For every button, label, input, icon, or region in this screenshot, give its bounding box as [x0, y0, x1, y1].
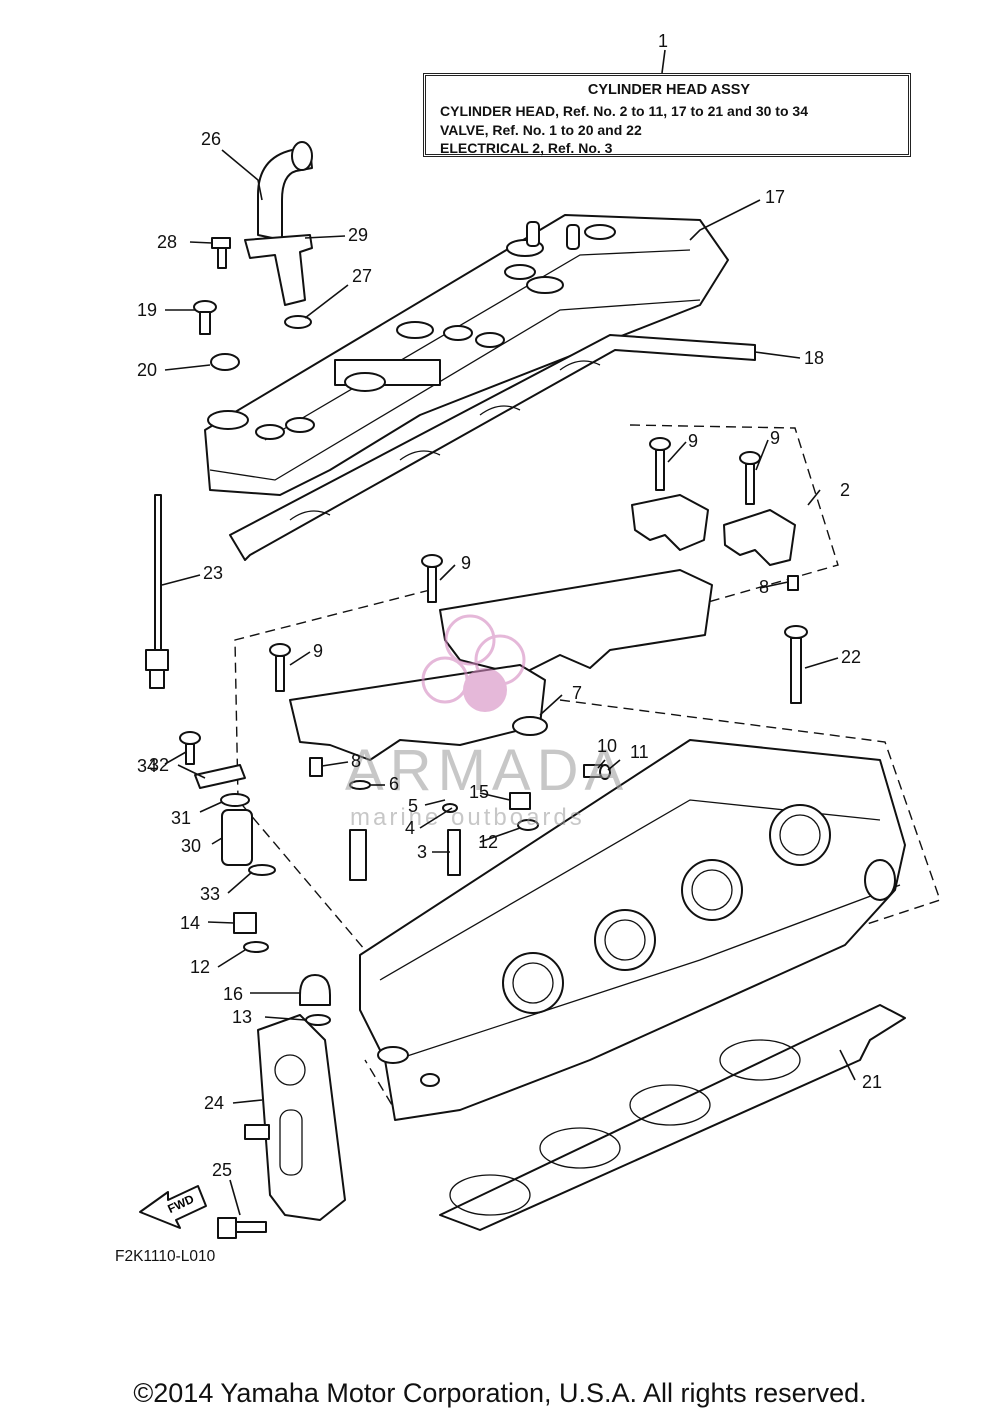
- callout-9-mid: 9: [461, 553, 471, 573]
- callout-9-lower: 9: [313, 641, 323, 661]
- callout-15: 15: [469, 782, 489, 802]
- oil-level-gauge: [145, 494, 169, 689]
- callout-labels: 1 2 3 4 5 6 7 8 8 9 9 9 9 10 11 12 12 13…: [137, 31, 882, 1180]
- cylinder-head-gasket: [439, 1004, 906, 1231]
- callout-33: 33: [200, 884, 220, 904]
- watermark-brand: ARMADA: [345, 738, 629, 803]
- washer-11: [599, 764, 611, 780]
- callout-30: 30: [181, 836, 201, 856]
- callout-5: 5: [408, 796, 418, 816]
- bolt-28: [211, 237, 231, 269]
- copyright-notice: ©2014 Yamaha Motor Corporation, U.S.A. A…: [133, 1378, 867, 1408]
- valve-spring-4: [349, 829, 367, 881]
- callout-20: 20: [137, 360, 157, 380]
- washer-31: [220, 793, 250, 807]
- callout-8-lower: 8: [351, 751, 361, 771]
- callout-34: 34: [137, 756, 157, 776]
- reference-box: CYLINDER HEAD ASSY CYLINDER HEAD, Ref. N…: [423, 73, 911, 157]
- reference-row-valve: VALVE, Ref. No. 1 to 20 and 22: [440, 121, 642, 138]
- callout-8-upper: 8: [759, 577, 769, 597]
- bolt-22: [784, 625, 808, 704]
- callout-16: 16: [223, 984, 243, 1004]
- reference-row-cylinder-head: CYLINDER HEAD, Ref. No. 2 to 11, 17 to 2…: [440, 103, 808, 119]
- callout-18: 18: [804, 348, 824, 368]
- head-cover: [204, 214, 729, 496]
- callout-24: 24: [204, 1093, 224, 1113]
- bolt-34: [179, 731, 201, 765]
- callout-22: 22: [841, 647, 861, 667]
- callout-32: 32: [149, 755, 169, 775]
- callout-14: 14: [180, 913, 200, 933]
- cam-cap-bolt-upper-right: [739, 451, 761, 505]
- valve-retainer-5: [442, 803, 458, 813]
- pipe-holder: [244, 234, 313, 306]
- callout-27: 27: [352, 266, 372, 286]
- watermark-tagline: marine outboards: [350, 804, 585, 831]
- cam-cap-bolt-upper-left: [649, 437, 671, 491]
- camshaft-cap-left: [631, 494, 709, 551]
- bolt-25: [217, 1217, 267, 1239]
- cap-nut-16: [299, 974, 331, 1006]
- valve-assembly-boundary-lower: [234, 589, 431, 951]
- callout-3: 3: [417, 842, 427, 862]
- bolt-19: [193, 300, 217, 335]
- dowel-pin-8-lower: [309, 757, 323, 777]
- valve-assembly-boundary-upper: [629, 424, 839, 611]
- callout-6: 6: [389, 774, 399, 794]
- washer-12-upper: [517, 819, 539, 831]
- callout-4: 4: [405, 818, 415, 838]
- callout-7: 7: [572, 683, 582, 703]
- o-ring: [284, 315, 312, 329]
- washer-12-lower: [243, 941, 269, 953]
- callout-29: 29: [348, 225, 368, 245]
- head-cover-gasket: [229, 334, 756, 561]
- callout-12-lower: 12: [190, 957, 210, 977]
- diagram-code: F2K1110-L010: [115, 1248, 216, 1265]
- nut-15: [509, 792, 531, 810]
- callout-23: 23: [203, 563, 223, 583]
- sleeve-30: [221, 809, 253, 866]
- reference-box-title: CYLINDER HEAD ASSY: [587, 82, 751, 98]
- leader-lines: [161, 49, 856, 1216]
- callout-1: 1: [658, 31, 668, 51]
- camshaft-housing-upper: [439, 569, 713, 676]
- callout-26: 26: [201, 129, 221, 149]
- reference-row-electrical: ELECTRICAL 2, Ref. No. 3: [440, 140, 613, 156]
- callout-19: 19: [137, 300, 157, 320]
- callout-31: 31: [171, 808, 191, 828]
- callout-2: 2: [840, 480, 850, 500]
- callout-17: 17: [765, 187, 785, 207]
- plate-32: [194, 764, 246, 789]
- cam-cap-bolt-lower: [269, 643, 291, 692]
- callout-11: 11: [630, 742, 649, 762]
- callout-13: 13: [232, 1007, 252, 1027]
- fwd-arrow-icon: FWD: [139, 1185, 207, 1229]
- callout-10: 10: [597, 736, 617, 756]
- cylinder-head-boundary: [364, 699, 941, 1111]
- callout-25: 25: [212, 1160, 232, 1180]
- callout-21: 21: [862, 1072, 882, 1092]
- cam-cap-bolt-mid: [421, 554, 443, 603]
- grommet: [210, 353, 240, 371]
- armada-logo-icon: [421, 614, 526, 712]
- nut-14: [233, 912, 257, 934]
- callout-9-upper-left: 9: [688, 431, 698, 451]
- callout-12-upper: 12: [478, 832, 498, 852]
- o-ring-33: [248, 864, 276, 876]
- callout-28: 28: [157, 232, 177, 252]
- valve-lifter: [512, 716, 548, 736]
- callout-9-upper-right: 9: [770, 428, 780, 448]
- dowel-pin-8-upper: [787, 575, 799, 591]
- armada-watermark: ARMADA marine outboards: [345, 614, 629, 831]
- camshaft-cap-right: [723, 509, 796, 566]
- cylinder-head: [359, 739, 906, 1121]
